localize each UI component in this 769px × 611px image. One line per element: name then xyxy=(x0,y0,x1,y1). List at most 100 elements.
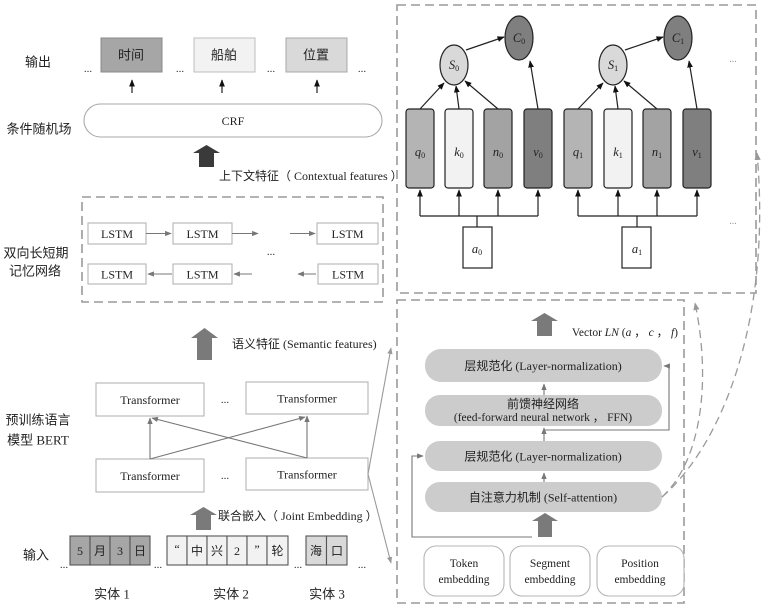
input-token: 海 xyxy=(310,543,322,558)
token-embedding-box xyxy=(423,545,505,597)
input-token: 日 xyxy=(134,544,146,558)
bilstm-dashed-frame xyxy=(81,196,384,303)
encoder-detail-panel: Vector LN (a ， c ， f) 层规范化 (Layer-normal… xyxy=(396,299,685,604)
output-tag-box-ship xyxy=(193,37,256,73)
c-symbol: C xyxy=(513,31,522,45)
attention-group-1: S1 C1 q1 k1 n1 v1 a1 xyxy=(563,15,712,269)
n-to-s-arrow xyxy=(464,80,499,110)
input-token: 2 xyxy=(234,544,240,558)
transformer-block-top xyxy=(245,381,369,415)
bert-layer: Transformer Transformer Transformer Tran… xyxy=(95,381,369,493)
c-subscript: 1 xyxy=(680,37,684,46)
q-subscript: 1 xyxy=(579,151,583,160)
detail-connector-arrow xyxy=(367,473,393,564)
contextual-features-arrow-icon xyxy=(193,145,220,167)
semantic-features-arrow-icon xyxy=(191,328,218,360)
label-input: 输入 xyxy=(23,548,49,563)
v-to-c-arrow xyxy=(687,60,698,110)
entity-label: 实体 3 xyxy=(309,587,345,602)
entity-2-cells: “ 中 兴 2 ” 轮 xyxy=(166,535,289,566)
v-label: v0 xyxy=(533,145,543,160)
output-tag-ship: 船舶 xyxy=(211,48,237,63)
v-symbol: v xyxy=(692,145,698,159)
joint-embedding-arrow-icon xyxy=(190,507,217,530)
bilstm-layer: LSTM LSTM LSTM LSTM LSTM LSTM ... xyxy=(81,196,384,303)
s-node-label: S1 xyxy=(608,58,618,73)
crf-box xyxy=(83,103,383,138)
v-to-c-arrow xyxy=(528,60,539,110)
self-attention-label: 自注意力机制 (Self-attention) xyxy=(469,490,617,505)
contextual-features-label: 上下文特征（ Contextual features ） xyxy=(219,168,403,183)
lstm-ellipsis: ... xyxy=(267,246,276,258)
embedding-sum-arrow-icon xyxy=(532,513,558,537)
layer-norm-attention-label: 层规范化 (Layer-normalization) xyxy=(464,449,621,464)
a-subscript: 1 xyxy=(638,248,642,257)
n-to-s-arrow xyxy=(623,80,658,110)
entity-label: 实体 2 xyxy=(213,587,249,602)
transformer-ellipsis: ... xyxy=(221,470,230,482)
k-to-s-arrow xyxy=(453,85,460,110)
output-tag-time: 时间 xyxy=(118,48,144,63)
vector-sep: ， xyxy=(654,327,671,339)
entity-label: 实体 1 xyxy=(94,587,130,602)
input-token: “ xyxy=(174,542,179,556)
k-subscript: 0 xyxy=(460,151,464,160)
v-symbol: v xyxy=(533,145,539,159)
n-vector-bar xyxy=(642,108,672,189)
k-label: k1 xyxy=(613,145,623,160)
n-vector-bar xyxy=(483,108,513,189)
lstm-forward-label: LSTM xyxy=(186,227,218,241)
q-to-s-arrow xyxy=(419,82,445,110)
input-ellipsis: ... xyxy=(294,559,303,571)
a-input-box xyxy=(621,226,652,269)
vector-arg-c: c xyxy=(649,327,654,339)
q-label: q0 xyxy=(415,145,425,160)
label-bert-line2: 模型 BERT xyxy=(7,433,69,448)
encoder-output-arrow-icon xyxy=(531,313,558,336)
entity-3-cells: 海 口 xyxy=(305,535,348,566)
v-vector-bar xyxy=(682,108,712,189)
n-label: n1 xyxy=(652,145,662,160)
lstm-forward-cell xyxy=(316,222,379,245)
v-label: v1 xyxy=(692,145,702,160)
input-token: 5 xyxy=(77,544,83,558)
c-subscript: 0 xyxy=(521,37,525,46)
k-vector-bar xyxy=(444,108,474,189)
input-token: 轮 xyxy=(271,544,283,558)
segment-embedding-label-1: Segment xyxy=(530,558,571,570)
input-token: ” xyxy=(254,542,259,556)
v-vector-bar xyxy=(523,108,553,189)
layer-norm-output-block xyxy=(425,349,662,382)
lstm-backward-label: LSTM xyxy=(101,268,133,282)
output-tag-position: 位置 xyxy=(303,48,329,63)
crf-layer: CRF xyxy=(83,103,383,138)
layer-norm-output-label: 层规范化 (Layer-normalization) xyxy=(464,358,621,373)
input-ellipsis: ... xyxy=(60,559,69,571)
output-ellipsis: ... xyxy=(358,63,367,75)
label-output: 输出 xyxy=(25,55,51,70)
lstm-forward-label: LSTM xyxy=(331,227,363,241)
input-token: 兴 xyxy=(211,544,223,558)
s-to-c-arrow xyxy=(465,36,505,51)
label-crf-layer: 条件随机场 xyxy=(6,122,71,137)
q-to-s-arrow xyxy=(577,82,604,110)
token-embedding-label-1: Token xyxy=(450,558,479,570)
c-node-label: C1 xyxy=(672,31,684,46)
transformer-block-bottom xyxy=(245,457,369,491)
attention-ellipsis: ... xyxy=(729,54,737,65)
position-embedding-label-1: Position xyxy=(621,558,659,570)
transformer-ellipsis: ... xyxy=(221,394,230,406)
k-symbol: k xyxy=(613,145,619,159)
lstm-forward-label: LSTM xyxy=(101,227,133,241)
attention-ellipsis: ... xyxy=(729,216,737,227)
transformer-block-bottom xyxy=(95,458,205,493)
lstm-backward-cell xyxy=(317,263,379,285)
s-symbol: S xyxy=(449,58,456,72)
label-bilstm-line1: 双向长短期 xyxy=(3,246,68,261)
vector-arg-f: f xyxy=(671,327,676,339)
position-embedding-label-2: embedding xyxy=(614,574,665,586)
input-token: 月 xyxy=(94,544,106,558)
vector-fn: LN xyxy=(604,327,620,339)
a-symbol: a xyxy=(472,242,478,256)
